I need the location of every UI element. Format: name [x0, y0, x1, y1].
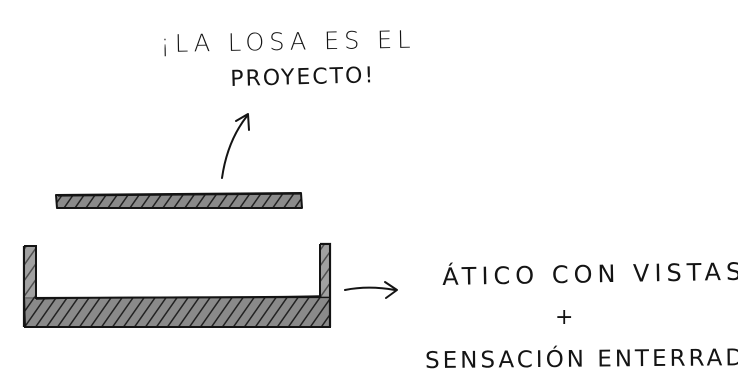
note-slab-line1: ¡LA LOSA ES EL [160, 25, 416, 58]
arrow-up-icon [221, 113, 250, 179]
note-slab-line2: PROYECTO! [230, 63, 376, 92]
note-attic-line1: ÁTICO CON VISTAS [442, 257, 738, 291]
arrow-right-icon [344, 281, 398, 299]
floating-slab [55, 192, 303, 209]
note-attic-line2: SENSACIÓN ENTERRADO [425, 345, 738, 374]
attic-section [22, 242, 332, 328]
note-attic-plus: + [555, 305, 574, 330]
